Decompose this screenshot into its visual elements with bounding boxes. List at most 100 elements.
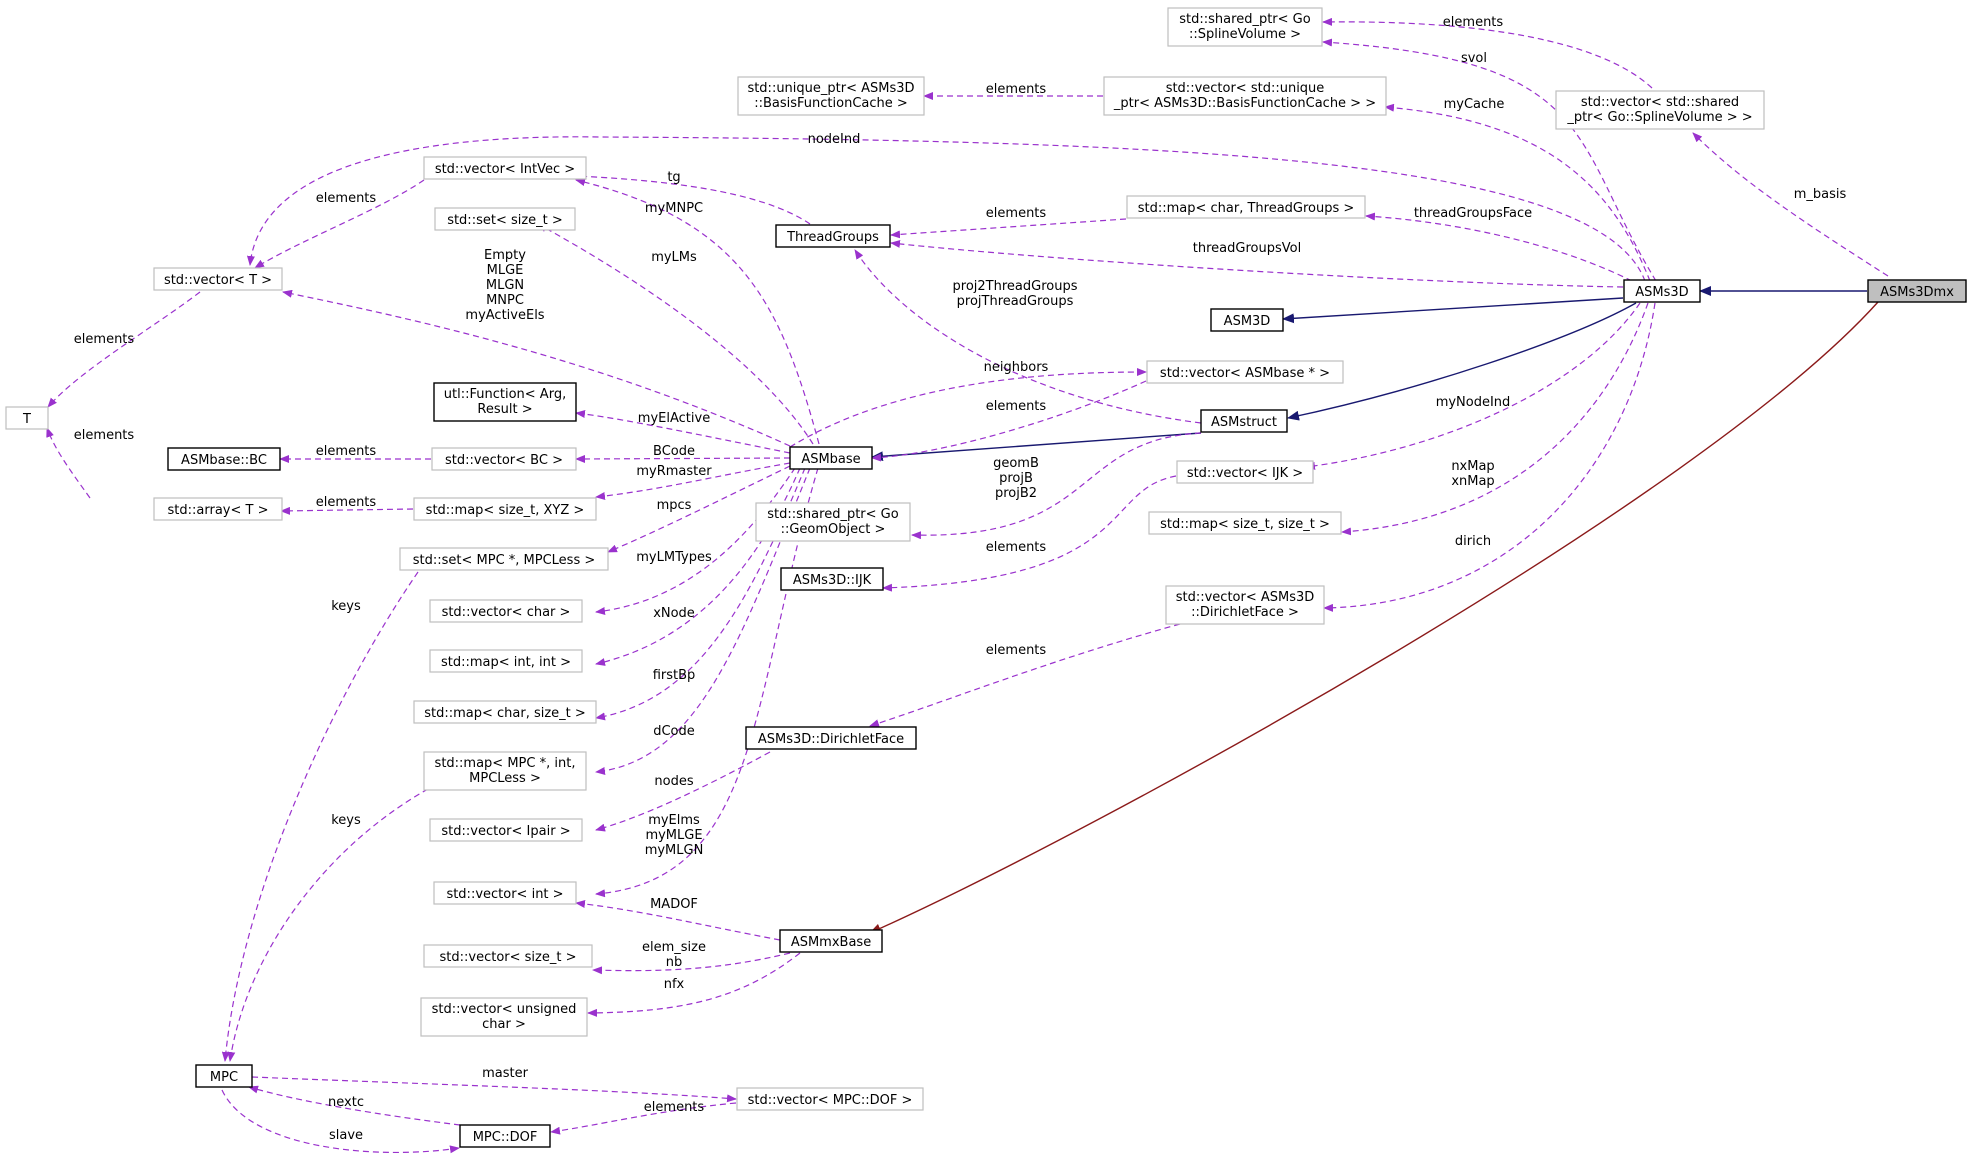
node-label: _ptr< Go::SplineVolume > > [1566, 110, 1752, 125]
node-label: std::vector< MPC::DOF > [748, 1093, 913, 1108]
edge-label-myrmaster: myRmaster [636, 464, 712, 479]
node-label: MPC [210, 1070, 238, 1085]
nodes: ASMs3Dmx ASMs3D ASM3D ASMstruct ASMbase … [5, 7, 1967, 1148]
node-mpc[interactable]: MPC [195, 1064, 253, 1088]
node-shared-ptr-geomobject[interactable]: std::shared_ptr< Go ::GeomObject > [755, 502, 911, 542]
node-vector-unsigned-char[interactable]: std::vector< unsigned char > [420, 997, 588, 1037]
node-label: std::unique_ptr< ASMs3D [747, 81, 914, 96]
edge-asms3d-tg-vol [890, 239, 1624, 288]
edge-vecintvec-vectorT [254, 179, 425, 269]
node-label: std::shared_ptr< Go [1179, 12, 1310, 27]
node-label: ::GeomObject > [781, 522, 886, 537]
edge-label-threadgroupsface: threadGroupsFace [1414, 206, 1532, 221]
node-vector-char[interactable]: std::vector< char > [429, 599, 583, 623]
node-unique-ptr-basisfunctioncache[interactable]: std::unique_ptr< ASMs3D ::BasisFunctionC… [737, 76, 925, 116]
edge-label-dirich: dirich [1455, 534, 1491, 549]
node-label: std::vector< unsigned [432, 1002, 577, 1017]
node-vector-int[interactable]: std::vector< int > [433, 881, 577, 905]
node-vector-bc[interactable]: std::vector< BC > [431, 447, 577, 471]
node-asms3d-ijk[interactable]: ASMs3D::IJK [780, 567, 884, 591]
node-vector-shared-ptr-splinevolume[interactable]: std::vector< std::shared _ptr< Go::Splin… [1555, 90, 1765, 130]
edge-label-slave: slave [329, 1128, 363, 1143]
edge-label-master: master [482, 1066, 528, 1081]
node-label: std::vector< BC > [445, 453, 563, 468]
edge-label-geomb: geomB [993, 456, 1039, 471]
node-asms3d[interactable]: ASMs3D [1623, 279, 1701, 303]
edge-asmmxbase-vecint-madof [575, 900, 781, 941]
edge-asmstruct-geomobj [911, 432, 1202, 540]
edge-label-nodeind: nodeInd [808, 132, 861, 147]
edge-label-elements: elements [644, 1100, 705, 1115]
edge-label-proj2threadgroups: proj2ThreadGroups [953, 279, 1078, 294]
edge-label-mycache: myCache [1444, 97, 1505, 112]
edge-label-empty: Empty [484, 248, 526, 263]
node-label: std::vector< ASMs3D [1176, 590, 1315, 605]
edge-asms3d-mapchartg [1365, 212, 1633, 282]
node-vector-intvec[interactable]: std::vector< IntVec > [423, 156, 587, 180]
edge-label-elemsize-nb: elem_size nb [642, 940, 706, 970]
node-vector-asmbase-ptr[interactable]: std::vector< ASMbase * > [1146, 360, 1344, 384]
edge-label-mymnpc: myMNPC [645, 201, 703, 216]
node-vector-size-t[interactable]: std::vector< size_t > [423, 944, 593, 968]
edge-label-elements: elements [986, 643, 1047, 658]
node-label: std::vector< IJK > [1187, 466, 1303, 481]
node-label: _ptr< ASMs3D::BasisFunctionCache > > [1113, 96, 1376, 111]
node-label: ::BasisFunctionCache > [754, 96, 908, 111]
edge-asmbase-vecintvec-mymnpc [575, 178, 820, 445]
node-map-mpc-int-mpcless[interactable]: std::map< MPC *, int, MPCLess > [423, 751, 587, 791]
edge-asmmxbase-vecsizet-elemsize [592, 952, 791, 975]
node-shared-ptr-splinevolume[interactable]: std::shared_ptr< Go ::SplineVolume > [1167, 7, 1323, 47]
edge-label-elements: elements [986, 206, 1047, 221]
edge-label-mpcs: mpcs [657, 498, 692, 513]
node-threadgroups[interactable]: ThreadGroups [775, 224, 891, 248]
node-map-int-int[interactable]: std::map< int, int > [429, 649, 583, 673]
node-utl-function[interactable]: utl::Function< Arg, Result > [433, 382, 577, 422]
node-map-char-size-t[interactable]: std::map< char, size_t > [413, 700, 597, 724]
node-vector-unique-ptr-basisfunctioncache[interactable]: std::vector< std::unique _ptr< ASMs3D::B… [1103, 76, 1387, 116]
node-label: std::vector< size_t > [440, 950, 577, 965]
edge-vecdirich-dirichletface-elements [869, 623, 1181, 728]
edge-mapchartg-tg [890, 218, 1127, 239]
node-asms3d-dirichletface[interactable]: ASMs3D::DirichletFace [745, 726, 917, 750]
node-label: MPC::DOF [473, 1130, 538, 1145]
node-asmmxbase[interactable]: ASMmxBase [779, 929, 883, 953]
edge-asms3d-asmstruct [1287, 302, 1637, 421]
node-asm3d[interactable]: ASM3D [1210, 308, 1284, 332]
edge-label-firstbp: firstBp [653, 668, 696, 683]
edge-label-nextc: nextc [328, 1095, 364, 1110]
node-vector-ipair[interactable]: std::vector< Ipair > [429, 818, 583, 842]
edge-label-nb: nb [666, 955, 683, 970]
node-label: std::vector< int > [446, 887, 563, 902]
node-map-char-threadgroups[interactable]: std::map< char, ThreadGroups > [1126, 195, 1366, 219]
node-vector-ijk[interactable]: std::vector< IJK > [1176, 460, 1314, 484]
node-vector-dirichletface[interactable]: std::vector< ASMs3D ::DirichletFace > [1165, 585, 1325, 625]
edge-asms3d-vecunique-mycache [1384, 103, 1651, 282]
edge-asms3dmx-vecsharedptr [1692, 132, 1889, 277]
node-vector-T[interactable]: std::vector< T > [153, 267, 283, 291]
node-label: std::shared_ptr< Go [767, 507, 898, 522]
node-asmstruct[interactable]: ASMstruct [1200, 409, 1288, 433]
edge-asmstruct-asmbase [871, 432, 1202, 462]
node-t[interactable]: T [5, 406, 49, 430]
edge-label-mymlgn: myMLGN [645, 843, 704, 858]
edge-asmbase-vecint-myelms [595, 467, 819, 898]
node-set-size-t[interactable]: std::set< size_t > [434, 207, 576, 231]
edge-asmbase-vecchar-mylmtypes [595, 467, 796, 615]
edge-asmbase-vecasmbaseptr-neighbors [789, 368, 1147, 448]
node-label: Result > [477, 402, 532, 417]
node-asms3dmx[interactable]: ASMs3Dmx [1867, 279, 1967, 303]
node-asmbase[interactable]: ASMbase [789, 446, 873, 470]
node-vector-mpc-dof[interactable]: std::vector< MPC::DOF > [736, 1087, 924, 1111]
node-array-T[interactable]: std::array< T > [153, 497, 283, 521]
node-map-size-t-size-t[interactable]: std::map< size_t, size_t > [1148, 511, 1342, 535]
edge-asms3dmx-asmmxbase [869, 301, 1879, 934]
node-mpc-dof[interactable]: MPC::DOF [459, 1124, 551, 1148]
node-asmbase-bc[interactable]: ASMbase::BC [167, 447, 281, 471]
edge-label-mnpc: MNPC [486, 293, 524, 308]
edge-array-T [46, 427, 91, 499]
node-set-mpc-mpcless[interactable]: std::set< MPC *, MPCLess > [399, 547, 609, 571]
node-label: ASMs3D [1635, 285, 1688, 300]
edge-label-myelactive: myElActive [638, 411, 710, 426]
node-map-size-t-xyz[interactable]: std::map< size_t, XYZ > [413, 497, 597, 521]
edge-vecsharedptr-sharedptr [1322, 17, 1653, 89]
